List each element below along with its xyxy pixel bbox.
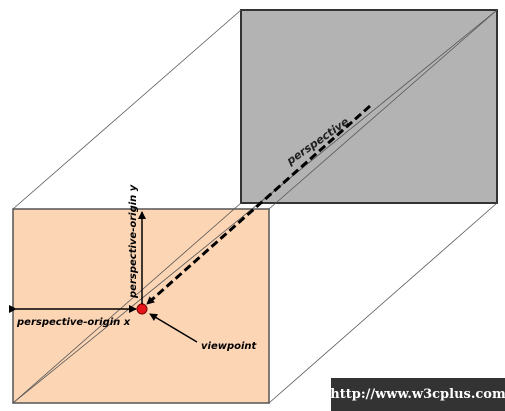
diagonal-line (12, 9, 498, 404)
perspective-arrow (146, 104, 371, 306)
origin-y-label: perspective-origin y (128, 184, 139, 299)
viewpoint-label: viewpoint (201, 341, 258, 352)
viewpoint-arrow (149, 313, 198, 343)
viewpoint-dot (136, 303, 148, 315)
watermark-url: http://www.w3cplus.com (330, 378, 505, 411)
origin-x-label: perspective-origin x (16, 317, 131, 328)
box-edges (12, 9, 498, 404)
